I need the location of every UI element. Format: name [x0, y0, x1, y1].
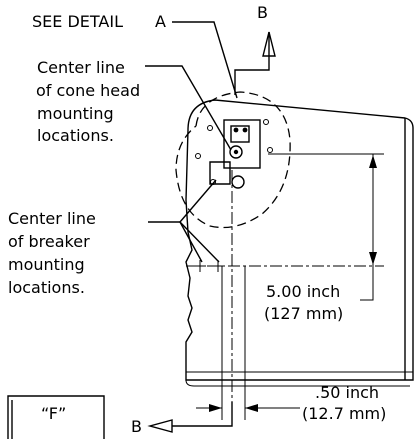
see-detail-leader — [172, 21, 238, 99]
dim-horizontal-arrow-left-icon — [209, 404, 222, 412]
cone-head-note-line-4: locations. — [37, 126, 114, 145]
fastener-left-icon — [195, 153, 201, 159]
horizontal-dimension-mm: (12.7 mm) — [302, 404, 386, 423]
breaker-note-line-2: of breaker — [8, 232, 90, 251]
section-line-bottom — [172, 402, 233, 427]
cone-head-block — [230, 125, 250, 143]
cone-head-note-line-3: mounting — [37, 104, 114, 123]
cone-head-note-line-1: Center line — [37, 58, 125, 77]
detail-letter-label: A — [155, 12, 166, 31]
dim-vertical-arrow-bottom-icon — [369, 252, 377, 265]
dim-vertical-arrow-top-icon — [369, 155, 377, 168]
horizontal-dimension-inch: .50 inch — [315, 383, 379, 402]
breaker-leader-3 — [179, 221, 220, 263]
breaker-bracket — [209, 161, 231, 185]
breaker-leader-1 — [179, 179, 217, 223]
see-detail-label: SEE DETAIL — [32, 12, 123, 31]
fastener-top-left-icon — [207, 125, 213, 131]
section-marker-bottom-label: B — [131, 417, 142, 436]
panel-bottom-corner — [185, 379, 195, 387]
inset-label: “F” — [41, 404, 66, 423]
breaker-leader-2 — [179, 221, 203, 263]
cone-head-mount-icon — [229, 145, 243, 159]
vertical-dimension-mm: (127 mm) — [264, 304, 343, 323]
inset-box — [7, 395, 105, 439]
cone-head-center-icon — [233, 149, 239, 155]
vertical-dimension-inch: 5.00 inch — [266, 282, 340, 301]
fastener-right-icon — [267, 147, 273, 153]
section-line-top — [234, 56, 270, 95]
section-marker-top-label: B — [257, 3, 268, 22]
dim-vertical-leader — [360, 266, 374, 301]
cone-head-stud-right-icon — [242, 127, 248, 133]
cone-head-note-line-2: of cone head — [36, 81, 140, 100]
dim-horizontal-arrow-right-icon — [245, 404, 258, 412]
cone-head-stud-left-icon — [233, 127, 239, 133]
breaker-mount-icon — [231, 175, 245, 189]
mounting-plate — [223, 119, 261, 169]
breaker-note-line-3: mounting — [8, 255, 85, 274]
breaker-note-line-4: locations. — [8, 278, 85, 297]
detail-boundary-circle — [175, 91, 291, 229]
panel-outline — [185, 99, 414, 381]
section-arrow-bottom-icon — [147, 419, 173, 433]
breaker-note-line-1: Center line — [8, 209, 96, 228]
cone-head-leader — [145, 65, 232, 151]
fastener-top-right-icon — [263, 119, 269, 125]
